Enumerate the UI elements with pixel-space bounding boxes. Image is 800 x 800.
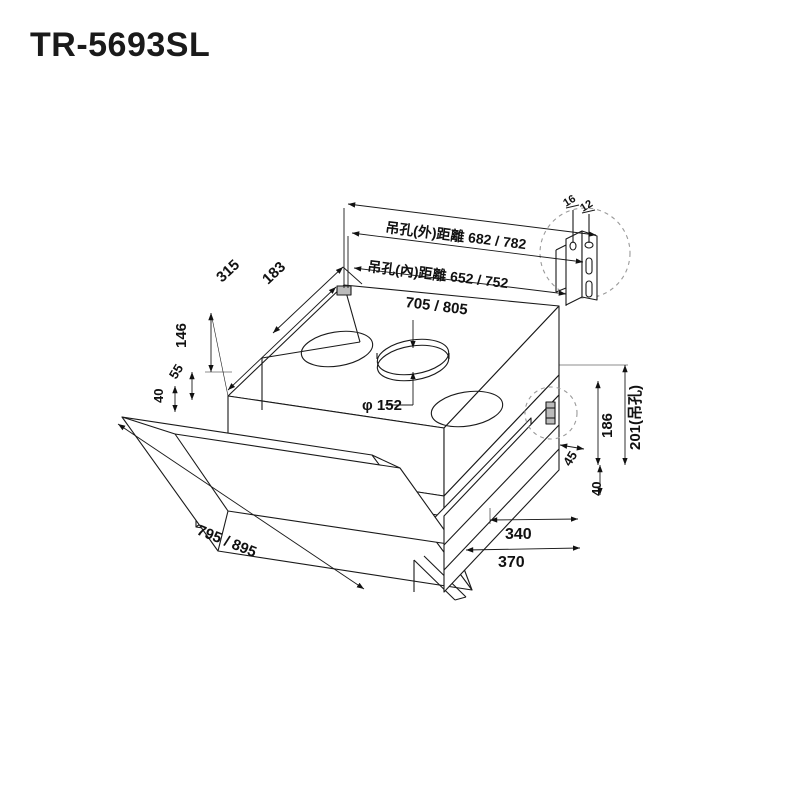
dim-panel-depth-inner — [489, 508, 579, 524]
label-panel-depth-outer: 370 — [498, 554, 525, 571]
label-lip-offset: 45 — [560, 448, 580, 468]
hanging-bracket — [545, 401, 556, 425]
label-body-height: 146 — [173, 323, 190, 348]
dim-lip-offset — [559, 443, 585, 451]
label-detail-b: 12 — [578, 198, 595, 215]
label-duct-diameter: φ 152 — [362, 397, 402, 414]
label-detail-a: 16 — [561, 193, 578, 210]
label-panel-depth-inner: 340 — [505, 526, 532, 543]
label-base-height: 40 — [151, 389, 166, 403]
dim-panel-depth-outer — [465, 545, 581, 553]
bottom-right-panel — [443, 394, 560, 593]
dim-hanging-inner — [347, 231, 584, 288]
bracket-callout-circle — [524, 386, 578, 440]
dim-body-height — [205, 312, 232, 397]
dim-body-width — [353, 266, 567, 306]
label-hanging-hole-height: 201(吊孔) — [627, 385, 644, 450]
dim-duct-diameter — [385, 320, 416, 406]
dim-overall-width — [117, 423, 365, 590]
label-top-depth-right: 183 — [259, 258, 289, 288]
label-top-depth-left: 315 — [213, 256, 243, 286]
label-bracket-height: 186 — [599, 413, 616, 438]
duct-hole-right — [430, 390, 504, 428]
label-front-panel-height: 40 — [589, 482, 604, 496]
detail-inset — [539, 207, 631, 306]
dim-hanging-outer — [343, 202, 597, 288]
dim-hanging-hole-height — [559, 364, 628, 465]
label-hanging-inner: 吊孔(內)距離 652 / 752 — [367, 258, 510, 291]
label-skirt-height: 55 — [166, 361, 186, 381]
dim-top-depth-right — [272, 266, 363, 334]
page-title: TR-5693SL — [30, 26, 211, 64]
